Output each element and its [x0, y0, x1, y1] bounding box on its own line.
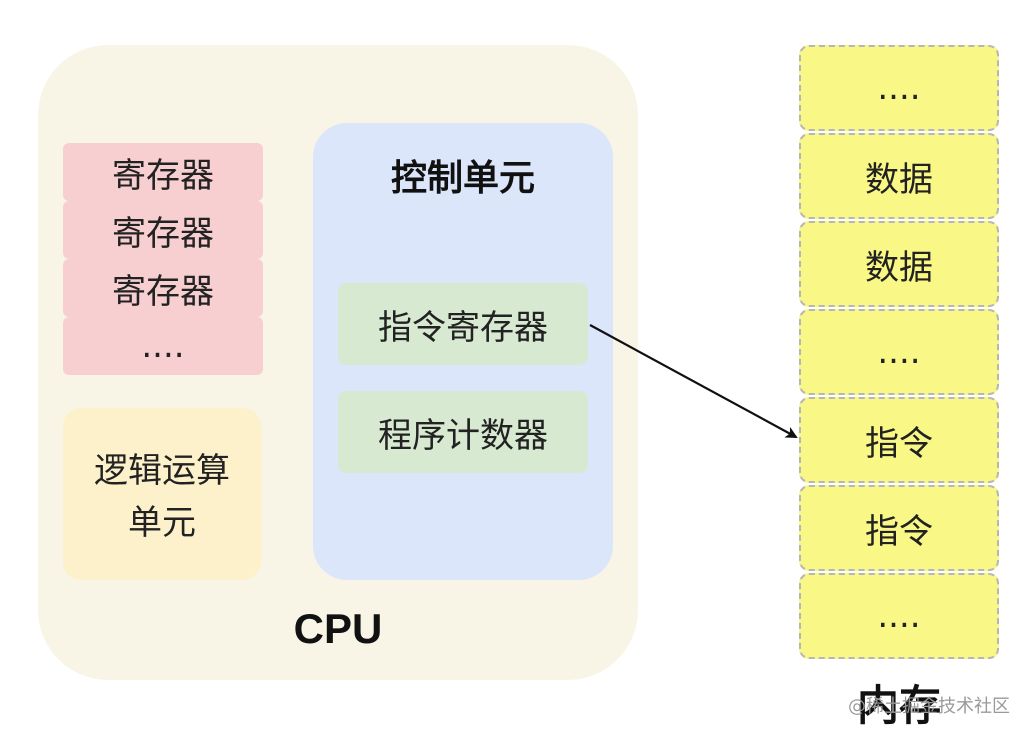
alu-label-line1: 逻辑运算: [94, 451, 230, 491]
memory-cell: 数据: [799, 133, 999, 219]
memory-cell: ....: [799, 309, 999, 395]
instruction-register: 指令寄存器: [338, 283, 588, 365]
register-more: ....: [63, 317, 263, 375]
control-unit-title: 控制单元: [390, 158, 535, 199]
control-unit-box: 控制单元 指令寄存器 程序计数器: [313, 123, 613, 580]
memory-label: 内存: [856, 681, 941, 730]
register-2: 寄存器: [63, 201, 263, 259]
memory-cell: ....: [799, 45, 999, 131]
register-3: 寄存器: [63, 259, 263, 317]
watermark: @稀土掘金技术社区: [848, 696, 1010, 717]
memory-cell: 数据: [799, 221, 999, 307]
memory-cell: 指令: [799, 485, 999, 571]
alu-label-line2: 单元: [128, 503, 196, 543]
memory-cell: ....: [799, 573, 999, 659]
program-counter: 程序计数器: [338, 391, 588, 473]
register-1: 寄存器: [63, 143, 263, 201]
memory-cell: 指令: [799, 397, 999, 483]
arrow-line: [589, 324, 798, 438]
cpu-label: CPU: [293, 605, 383, 652]
alu-box: 逻辑运算 单元: [63, 408, 261, 580]
